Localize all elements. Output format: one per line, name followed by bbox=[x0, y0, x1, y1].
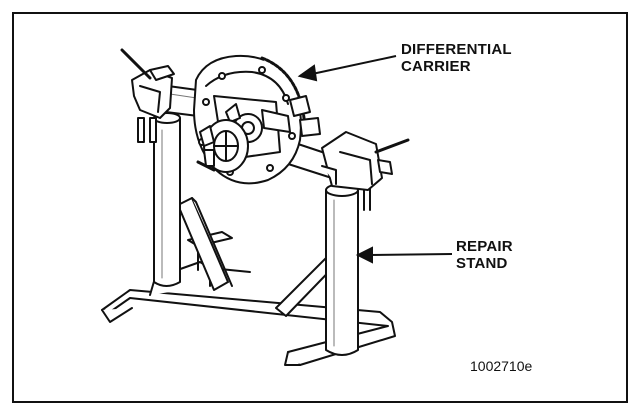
left-stand-post bbox=[153, 112, 181, 287]
carrier-label-line2: CARRIER bbox=[401, 58, 471, 75]
stand-leader-line bbox=[367, 253, 453, 256]
stand-arrowhead bbox=[355, 246, 373, 264]
figure-frame bbox=[12, 12, 628, 403]
right-clamp-head bbox=[321, 131, 410, 191]
left-clamp-head bbox=[120, 48, 175, 143]
carrier-arrowhead bbox=[297, 64, 318, 82]
stand-label-line2: STAND bbox=[456, 255, 508, 272]
differential-carrier-label: DIFFERENTIAL CARRIER bbox=[401, 41, 512, 75]
carrier-leader-line bbox=[311, 55, 397, 75]
stand-label-line1: REPAIR bbox=[456, 238, 513, 255]
repair-stand-label: REPAIR STAND bbox=[456, 238, 513, 272]
right-stand-post bbox=[325, 183, 371, 356]
carrier-label-line1: DIFFERENTIAL bbox=[401, 41, 512, 58]
figure-id: 1002710e bbox=[470, 358, 533, 374]
leader-arrows bbox=[297, 55, 453, 264]
pinion-flange bbox=[196, 119, 249, 173]
